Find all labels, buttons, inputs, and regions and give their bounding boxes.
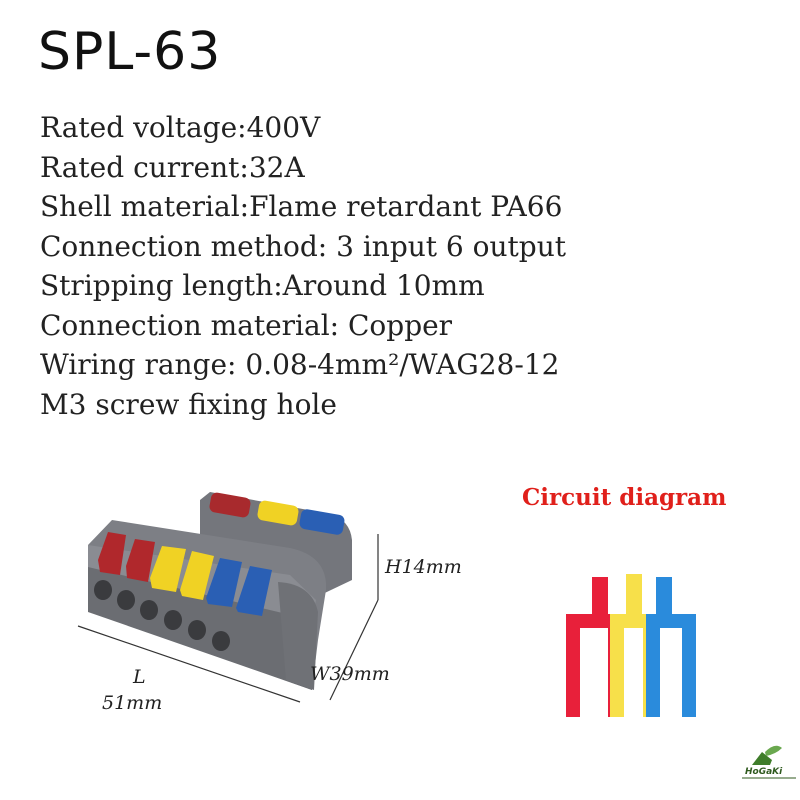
spec-stripping-length: Stripping length:Around 10mm <box>40 269 485 302</box>
product-model-title: SPL-63 <box>38 22 222 82</box>
lever-blue-1 <box>206 558 242 607</box>
circuit-diagram-title: Circuit diagram <box>522 484 727 511</box>
spec-connection-method: Connection method: 3 input 6 output <box>40 229 566 263</box>
height-dimension: H14mm <box>385 556 462 578</box>
spec-connection-material: Connection material: Copper <box>40 308 453 342</box>
spec-fixing-hole: M3 screw fixing hole <box>40 387 337 421</box>
circuit-yellow-path <box>610 574 656 717</box>
circuit-red-path <box>566 577 622 717</box>
lever-yellow-2 <box>180 551 214 600</box>
brand-name: HoGaKi <box>745 767 783 777</box>
lever-red-1 <box>98 532 126 575</box>
lever-yellow-1 <box>150 546 186 592</box>
lever-red-2 <box>126 539 155 582</box>
spec-shell-material: Shell material:Flame retardant PA66 <box>40 190 563 223</box>
length-dimension: 51mm <box>102 692 163 714</box>
spec-wiring-range: Wiring range: 0.08-4mm²/WAG28-12 <box>40 348 560 381</box>
length-label: L <box>133 666 146 688</box>
spec-list: Rated voltage:400V Rated current:32A She… <box>40 108 566 424</box>
spec-rated-current: Rated current:32A <box>40 150 305 184</box>
circuit-blue-path <box>646 577 696 717</box>
lever-blue-2 <box>236 566 272 616</box>
spec-rated-voltage: Rated voltage:400V <box>40 111 321 144</box>
width-dimension: W39mm <box>310 663 390 685</box>
